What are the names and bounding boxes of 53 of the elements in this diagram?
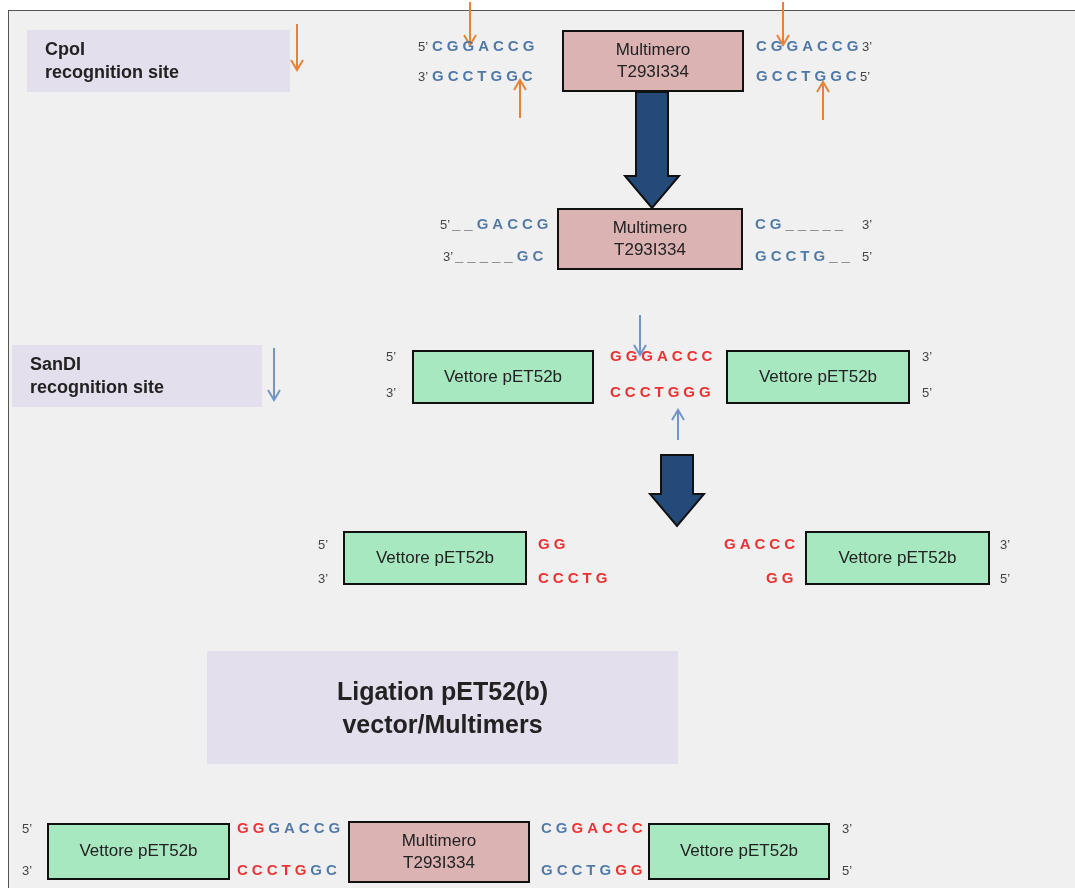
sequence-label: GACCC [724, 535, 799, 553]
box-title: Ligation pET52(b) vector/Multimers [335, 676, 550, 740]
box-label: Multimero T293I334 [611, 216, 689, 261]
strand-end-label: 3’ [418, 68, 429, 86]
vector-box [648, 823, 830, 880]
strand-end-label: 3’ [842, 820, 853, 838]
strand-end-label: 5’ [1000, 570, 1011, 588]
sequence-label: CGGACCG [432, 37, 539, 55]
strand-end-label: 3’ [1000, 536, 1011, 554]
strand-end-label: 3’ [922, 348, 933, 366]
insert-box [562, 30, 744, 92]
sequence-label: GG [766, 569, 798, 587]
enzyme-site-label-box [27, 30, 290, 92]
box-title: CpoI recognition site [45, 37, 180, 84]
strand-end-label: 5’ [860, 68, 871, 86]
strand-end-label: 3’ [386, 384, 397, 402]
strand-end-label: 5’ [386, 348, 397, 366]
strand-end-label: 5’ [922, 384, 933, 402]
vector-box [726, 350, 910, 404]
vector-box [412, 350, 594, 404]
sequence-label: CCCTG [538, 569, 612, 587]
sequence-label: GG [538, 535, 570, 553]
strand-end-label: 3’ [862, 38, 873, 56]
strand-end-label: 5’ [862, 248, 873, 266]
strand-end-label: 5’ [418, 38, 429, 56]
box-label: Vettore pET52b [79, 840, 198, 863]
strand-end-label: 3’ [443, 248, 454, 266]
sequence-label: CGGACCG [756, 37, 863, 55]
sequence-label: GCCTGGC [432, 67, 537, 85]
strand-end-label: 3’ [862, 216, 873, 234]
box-label: Vettore pET52b [679, 840, 799, 863]
sequence-label: CCCTGGG [610, 383, 715, 401]
box-label: Vettore pET52b [838, 546, 957, 569]
insert-box [348, 821, 530, 883]
sequence-label: GCCTGGC [756, 67, 861, 85]
insert-box [557, 208, 743, 270]
strand-end-label: 5’ [440, 216, 451, 234]
sequence-label: GGGACCC [610, 347, 717, 365]
strand-end-label: 3’ [22, 862, 33, 880]
strand-end-label: 5’ [318, 536, 329, 554]
vector-box [343, 531, 527, 585]
box-label: Vettore pET52b [443, 365, 563, 388]
vector-box [805, 531, 990, 585]
box-label: Multimero T293I334 [614, 38, 692, 83]
box-label: Vettore pET52b [375, 546, 495, 569]
strand-end-label: 5’ [842, 862, 853, 880]
strand-end-label: 5’ [22, 820, 33, 838]
vector-box [47, 823, 230, 880]
process-arrow [622, 91, 682, 210]
box-label: Multimero T293I334 [400, 829, 478, 874]
strand-end-label: 3’ [318, 570, 329, 588]
box-title: SanDI recognition site [30, 352, 165, 399]
box-label: Vettore pET52b [758, 365, 878, 388]
